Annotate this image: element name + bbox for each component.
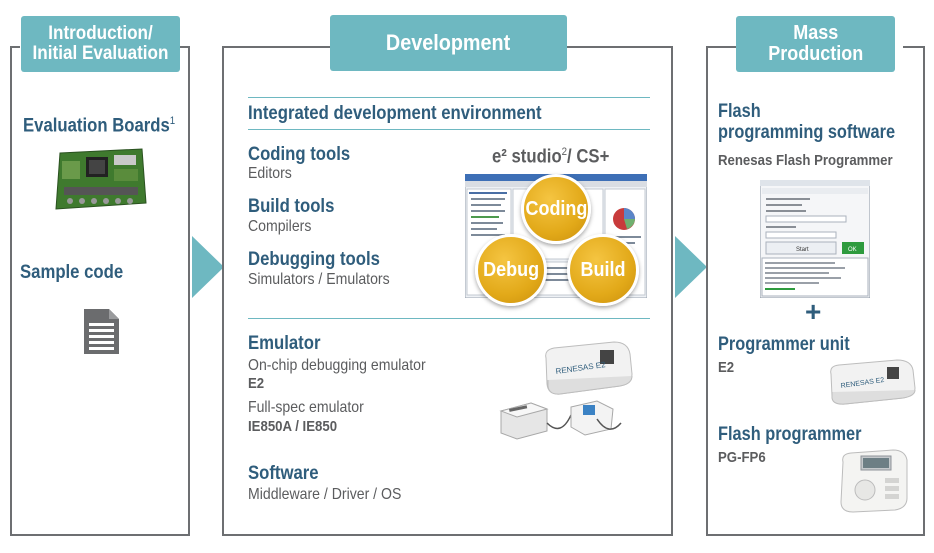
eval-boards-footnote: 1 [169, 115, 176, 127]
mass-tab: Mass Production [736, 16, 895, 72]
programmer-unit-model: E2 [718, 359, 735, 376]
flash-programmer-image [840, 449, 908, 513]
debugging-tools-sub: Simulators / Emulators [248, 271, 390, 288]
emulator-rule [248, 318, 650, 319]
debugging-tools-title: Debugging tools [248, 249, 380, 270]
dev-column-frame [222, 46, 673, 536]
rfp-screenshot: Start OK [760, 180, 870, 298]
evaluation-board-image [55, 148, 147, 210]
intro-tab-line2: Initial Evaluation [32, 43, 169, 64]
coding-circle: Coding [521, 174, 591, 244]
mass-tab-line2: Production [767, 43, 863, 65]
intro-tab-line1: Introduction/ [48, 23, 153, 45]
build-circle: Build [567, 234, 639, 306]
dev-tab: Development [330, 15, 567, 71]
fullspec-emulator-model: IE850A / IE850 [248, 418, 338, 435]
rfp-start-button: Start [796, 247, 809, 253]
onchip-emulator-model: E2 [248, 375, 265, 392]
coding-tools-sub: Editors [248, 165, 292, 182]
flash-programmer-model: PG-FP6 [718, 449, 766, 466]
eval-boards-heading: Evaluation Boards1 [23, 115, 176, 137]
e2-emulator-image: RENESAS E2 [545, 341, 633, 395]
sample-code-heading: Sample code [20, 262, 124, 283]
ie850-emulator-image [499, 400, 622, 440]
software-sub: Middleware / Driver / OS [248, 486, 402, 503]
mass-tab-line1: Mass [792, 22, 838, 44]
mass-column-frame [706, 46, 925, 536]
debug-circle: Debug [475, 234, 547, 306]
onchip-emulator-label: On-chip debugging emulator [248, 357, 426, 374]
programmer-unit-image: RENESAS E2 [830, 359, 916, 405]
dev-tab-label: Development [386, 30, 511, 56]
intro-tab: Introduction/ Initial Evaluation [21, 16, 180, 72]
build-tools-sub: Compilers [248, 218, 312, 235]
flash-software-title-line1: Flash [718, 101, 761, 122]
flash-software-product: Renesas Flash Programmer [718, 152, 893, 169]
ide-brand: e² studio2/ CS+ [492, 146, 610, 168]
ide-heading: Integrated development environment [248, 103, 542, 124]
emulator-title: Emulator [248, 333, 321, 354]
rfp-ok-indicator: OK [848, 247, 857, 253]
document-icon [84, 309, 119, 354]
software-title: Software [248, 463, 319, 484]
ide-rule-top [248, 97, 650, 98]
flash-software-title-line2: programming software [718, 122, 896, 143]
plus-sign: + [805, 296, 822, 327]
fullspec-emulator-label: Full-spec emulator [248, 399, 364, 416]
build-tools-title: Build tools [248, 196, 335, 217]
intro-column-frame [10, 46, 190, 536]
flash-programmer-title: Flash programmer [718, 424, 862, 445]
programmer-unit-title: Programmer unit [718, 334, 850, 355]
coding-tools-title: Coding tools [248, 144, 351, 165]
ide-rule-bottom [248, 129, 650, 130]
arrow-dev-to-mass [675, 236, 707, 298]
arrow-intro-to-dev [192, 236, 224, 298]
